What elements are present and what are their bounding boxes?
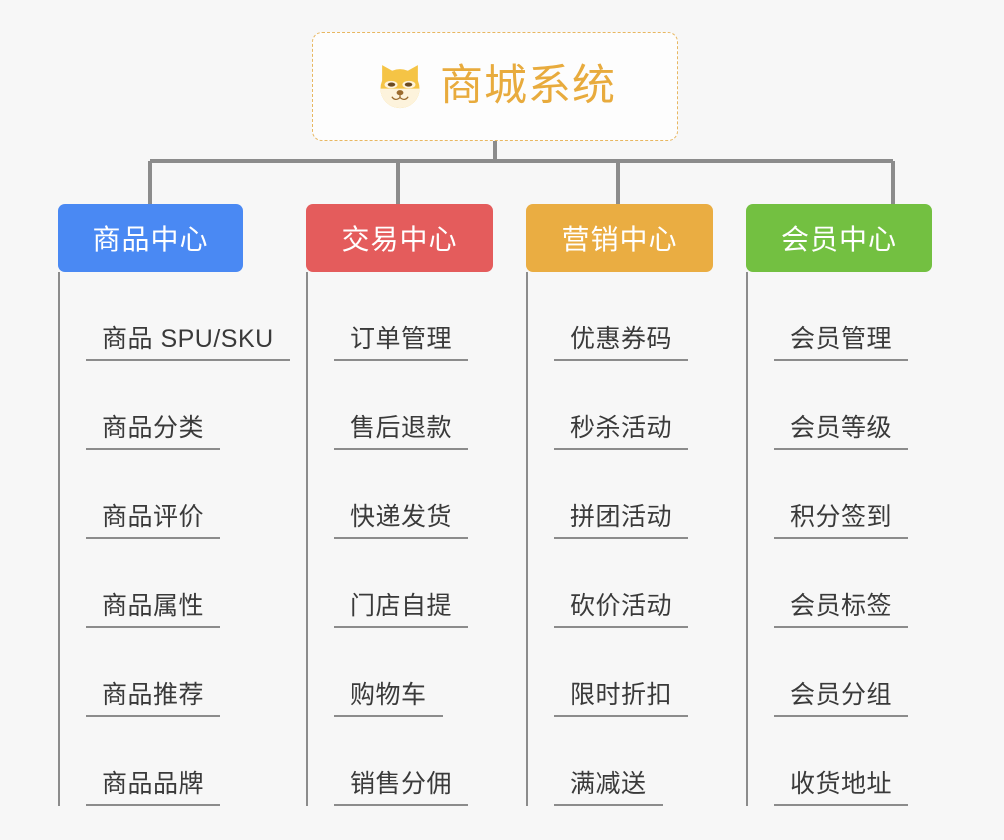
leaf-item[interactable]: 会员等级 [746,361,932,450]
leaf-item-label: 砍价活动 [570,591,673,620]
leaf-item-underline: 商品评价 [86,502,221,539]
leaf-item[interactable]: 限时折扣 [526,628,713,717]
leaf-item[interactable]: 订单管理 [306,272,493,361]
leaf-item-label: 商品评价 [102,502,205,531]
leaf-item-label: 优惠券码 [570,324,673,353]
leaf-item[interactable]: 积分签到 [746,450,932,539]
leaf-item[interactable]: 会员分组 [746,628,932,717]
leaf-item[interactable]: 购物车 [306,628,493,717]
leaf-item-underline: 商品分类 [86,413,221,450]
column-spine [746,272,748,806]
leaf-item[interactable]: 会员标签 [746,539,932,628]
leaf-item-underline: 限时折扣 [554,680,689,717]
leaf-item[interactable]: 销售分佣 [306,717,493,806]
leaf-item-label: 限时折扣 [570,680,673,709]
leaf-item-underline: 拼团活动 [554,502,689,539]
column-spine [306,272,308,806]
leaf-item-underline: 快递发货 [334,502,469,539]
leaf-item-label: 商品推荐 [102,680,205,709]
leaf-item-label: 商品品牌 [102,769,205,798]
category-column-member-center: 会员中心会员管理会员等级积分签到会员标签会员分组收货地址 [746,204,932,806]
category-header-label: 会员中心 [780,224,897,255]
leaf-item[interactable]: 满减送 [526,717,713,806]
leaf-item-label: 购物车 [350,680,427,709]
leaf-list-member-center: 会员管理会员等级积分签到会员标签会员分组收货地址 [746,272,932,806]
column-spine [526,272,528,806]
leaf-item[interactable]: 优惠券码 [526,272,713,361]
leaf-item[interactable]: 会员管理 [746,272,932,361]
leaf-item-underline: 商品属性 [86,591,221,628]
leaf-item-label: 订单管理 [350,324,453,353]
leaf-item-label: 销售分佣 [350,769,453,798]
category-header-product-center[interactable]: 商品中心 [58,204,243,272]
category-column-trade-center: 交易中心订单管理售后退款快递发货门店自提购物车销售分佣 [306,204,493,806]
category-header-label: 商品中心 [92,224,209,255]
leaf-item[interactable]: 商品推荐 [58,628,243,717]
leaf-item-underline: 商品品牌 [86,769,221,806]
leaf-item[interactable]: 门店自提 [306,539,493,628]
category-header-trade-center[interactable]: 交易中心 [306,204,493,272]
leaf-item-label: 积分签到 [790,502,893,531]
leaf-item[interactable]: 商品 SPU/SKU [58,272,290,361]
leaf-item-underline: 满减送 [554,769,663,806]
leaf-item[interactable]: 商品品牌 [58,717,243,806]
leaf-item-label: 会员等级 [790,413,893,442]
leaf-item-underline: 会员标签 [774,591,909,628]
leaf-item[interactable]: 商品分类 [58,361,243,450]
category-column-marketing-center: 营销中心优惠券码秒杀活动拼团活动砍价活动限时折扣满减送 [526,204,713,806]
leaf-list-marketing-center: 优惠券码秒杀活动拼团活动砍价活动限时折扣满减送 [526,272,713,806]
leaf-item-underline: 收货地址 [774,769,909,806]
root-title: 商城系统 [440,62,616,110]
leaf-item-label: 会员标签 [790,591,893,620]
leaf-list-trade-center: 订单管理售后退款快递发货门店自提购物车销售分佣 [306,272,493,806]
category-header-member-center[interactable]: 会员中心 [746,204,932,272]
leaf-item-label: 售后退款 [350,413,453,442]
leaf-item-underline: 购物车 [334,680,443,717]
leaf-item[interactable]: 秒杀活动 [526,361,713,450]
leaf-item-label: 商品 SPU/SKU [102,324,274,353]
leaf-item-underline: 订单管理 [334,324,469,361]
leaf-item-underline: 会员分组 [774,680,909,717]
leaf-item-underline: 优惠券码 [554,324,689,361]
leaf-item[interactable]: 售后退款 [306,361,493,450]
leaf-item-underline: 门店自提 [334,591,469,628]
leaf-item[interactable]: 拼团活动 [526,450,713,539]
leaf-item[interactable]: 商品评价 [58,450,243,539]
leaf-item-label: 会员管理 [790,324,893,353]
leaf-item-underline: 积分签到 [774,502,909,539]
leaf-item-label: 拼团活动 [570,502,673,531]
category-header-label: 交易中心 [341,224,458,255]
category-column-product-center: 商品中心商品 SPU/SKU 商品分类商品评价商品属性商品推荐商品品牌 [58,204,290,806]
leaf-item-underline: 会员等级 [774,413,909,450]
leaf-item-underline: 秒杀活动 [554,413,689,450]
leaf-item-label: 会员分组 [790,680,893,709]
leaf-item-underline: 商品 SPU/SKU [86,324,290,361]
leaf-item-underline: 销售分佣 [334,769,469,806]
leaf-item-label: 快递发货 [350,502,453,531]
shiba-dog-face-icon [380,64,420,108]
leaf-item-label: 满减送 [570,769,647,798]
leaf-item[interactable]: 快递发货 [306,450,493,539]
leaf-list-product-center: 商品 SPU/SKU 商品分类商品评价商品属性商品推荐商品品牌 [58,272,290,806]
leaf-item[interactable]: 商品属性 [58,539,243,628]
category-header-marketing-center[interactable]: 营销中心 [526,204,713,272]
leaf-item-label: 商品分类 [102,413,205,442]
leaf-item-label: 商品属性 [102,591,205,620]
leaf-item-label: 收货地址 [790,769,893,798]
leaf-item-underline: 售后退款 [334,413,469,450]
column-spine [58,272,60,806]
leaf-item-underline: 会员管理 [774,324,909,361]
leaf-item-label: 秒杀活动 [570,413,673,442]
leaf-item-label: 门店自提 [350,591,453,620]
root-node[interactable]: 商城系统 [312,32,678,141]
category-header-label: 营销中心 [561,224,678,255]
leaf-item[interactable]: 砍价活动 [526,539,713,628]
leaf-item-underline: 砍价活动 [554,591,689,628]
leaf-item[interactable]: 收货地址 [746,717,932,806]
leaf-item-underline: 商品推荐 [86,680,221,717]
